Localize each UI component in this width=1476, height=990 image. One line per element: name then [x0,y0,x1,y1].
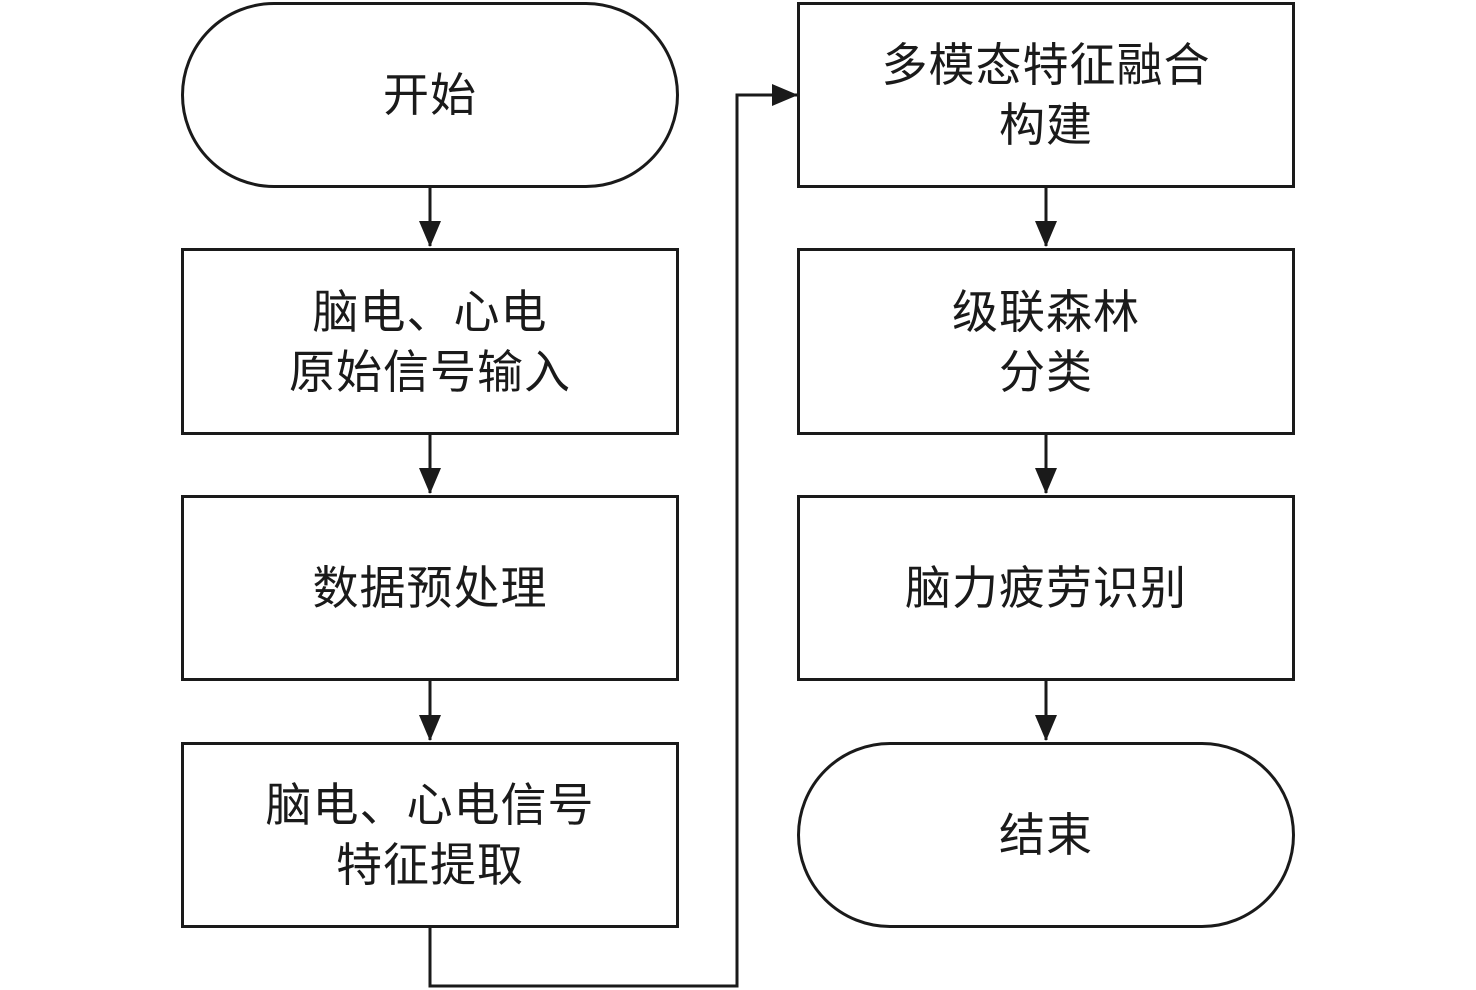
raw-signal-input-label-line-1: 脑电、心电 [312,284,548,339]
feature-fusion-label-line-2: 构建 [999,98,1093,152]
preprocess-label: 数据预处理 [313,558,548,618]
cascade-forest-label: 级联森林 分类 [952,282,1140,402]
cascade-forest-node: 级联森林 分类 [797,248,1295,435]
preprocess-label-line-1: 数据预处理 [312,561,548,615]
preprocess-node: 数据预处理 [181,495,679,681]
start-label: 开始 [383,65,477,125]
end-label-line-1: 结束 [999,808,1093,862]
end-node: 结束 [797,742,1295,928]
start-label-line-1: 开始 [383,68,477,122]
end-label: 结束 [999,805,1093,865]
feature-extract-label-line-2: 特征提取 [336,838,524,892]
fatigue-recognition-label-line-1: 脑力疲劳识别 [905,561,1187,615]
cascade-forest-label-line-2: 分类 [999,344,1093,399]
feature-fusion-label: 多模态特征融合 构建 [882,35,1211,155]
feature-extract-node: 脑电、心电信号 特征提取 [181,742,679,928]
feature-fusion-label-line-1: 多模态特征融合 [881,38,1211,92]
raw-signal-input-label: 脑电、心电 原始信号输入 [289,282,571,402]
start-node: 开始 [181,2,679,188]
raw-signal-input-node: 脑电、心电 原始信号输入 [181,248,679,435]
raw-signal-input-label-line-2: 原始信号输入 [289,344,571,399]
fatigue-recognition-node: 脑力疲劳识别 [797,495,1295,681]
cascade-forest-label-line-1: 级联森林 [952,284,1140,339]
feature-extract-label: 脑电、心电信号 特征提取 [266,775,595,895]
feature-extract-label-line-1: 脑电、心电信号 [265,778,595,832]
fatigue-recognition-label: 脑力疲劳识别 [905,558,1187,618]
feature-fusion-node: 多模态特征融合 构建 [797,2,1295,188]
